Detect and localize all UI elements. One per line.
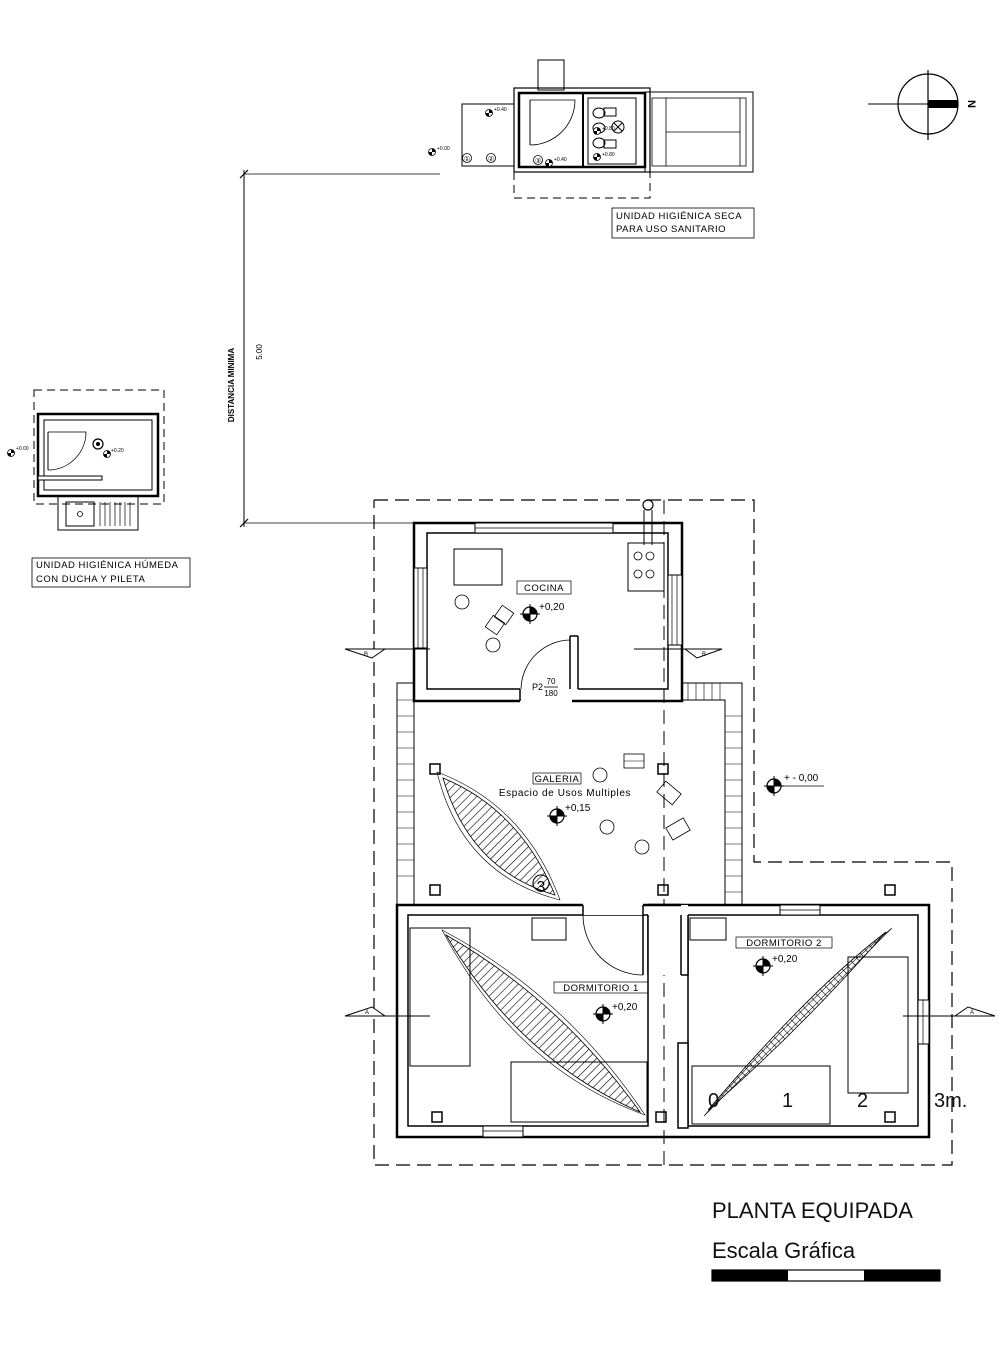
dry-level-5: +0.80 xyxy=(602,152,615,158)
wet-unit-label-1: UNIDAD HIGIÉNICA HÚMEDA xyxy=(36,560,179,571)
room-name-dorm1: DORMITORIO 1 xyxy=(563,983,639,994)
dry-level-3: +0.40 xyxy=(554,157,567,163)
distance-dimension: 5.00 DISTANCIA MINIMA xyxy=(227,169,440,528)
scale-tick-3: 3m. xyxy=(934,1090,968,1112)
door-height: 180 xyxy=(544,689,558,698)
section-b-left: B xyxy=(364,652,368,658)
room-name-dorm2: DORMITORIO 2 xyxy=(746,938,822,949)
wet-level-1: +0.00 xyxy=(16,446,29,452)
scale-tick-1: 1 xyxy=(782,1090,794,1112)
section-a-right: A xyxy=(970,1010,974,1016)
level-exterior: + - 0,00 xyxy=(784,773,819,784)
dry-sanitary-unit: +0.40 +0.00 +0.40 +0.80 +0.80 ① ② ③ UNID… xyxy=(428,59,755,239)
north-arrow: N xyxy=(868,70,977,140)
section-markers: B B A A xyxy=(344,648,996,1017)
wet-sanitary-unit: +0.00 +0.20 UNIDAD HIGIÉNICA HÚMEDA CON … xyxy=(7,389,191,588)
level-cocina: +0,20 xyxy=(539,602,565,613)
wet-unit-label-2: CON DUCHA Y PILETA xyxy=(36,574,145,585)
distance-value: 5.00 xyxy=(255,344,264,360)
dry-unit-label-1: UNIDAD HIGIÉNICA SECA xyxy=(616,211,742,222)
scale-tick-0: 0 xyxy=(708,1090,720,1112)
wet-level-2: +0.20 xyxy=(111,448,124,454)
distance-label: DISTANCIA MINIMA xyxy=(227,348,236,422)
level-dorm2: +0,20 xyxy=(772,954,798,965)
dry-level-4: +0.80 xyxy=(602,126,615,132)
gallery-marker: 3 xyxy=(537,879,546,896)
scale-caption: Escala Gráfica xyxy=(712,1238,856,1263)
door-code: P2 xyxy=(532,682,543,692)
section-b-right: B xyxy=(702,652,706,658)
dry-mark-2: ② xyxy=(488,155,494,163)
level-dorm1: +0,20 xyxy=(612,1002,638,1013)
dry-mark-1: ① xyxy=(464,155,470,163)
dry-level-2: +0.00 xyxy=(437,146,450,152)
north-label: N xyxy=(965,100,977,108)
level-galeria: +0,15 xyxy=(565,803,591,814)
room-desc-galeria: Espacio de Usos Multiples xyxy=(499,788,631,799)
dry-level-1: +0.40 xyxy=(494,107,507,113)
door-width: 70 xyxy=(547,677,556,686)
room-name-galeria: GALERIA xyxy=(535,774,580,785)
section-a-left: A xyxy=(365,1010,369,1016)
scale-tick-2: 2 xyxy=(857,1090,869,1112)
dry-mark-3: ③ xyxy=(535,157,541,165)
scale-bar xyxy=(711,1269,941,1282)
drawing-title: PLANTA EQUIPADA xyxy=(712,1198,913,1223)
room-name-cocina: COCINA xyxy=(524,583,564,594)
dry-unit-label-2: PARA USO SANITARIO xyxy=(616,224,726,235)
main-house: COCINA +0,20 P2 70 180 xyxy=(373,499,953,1166)
